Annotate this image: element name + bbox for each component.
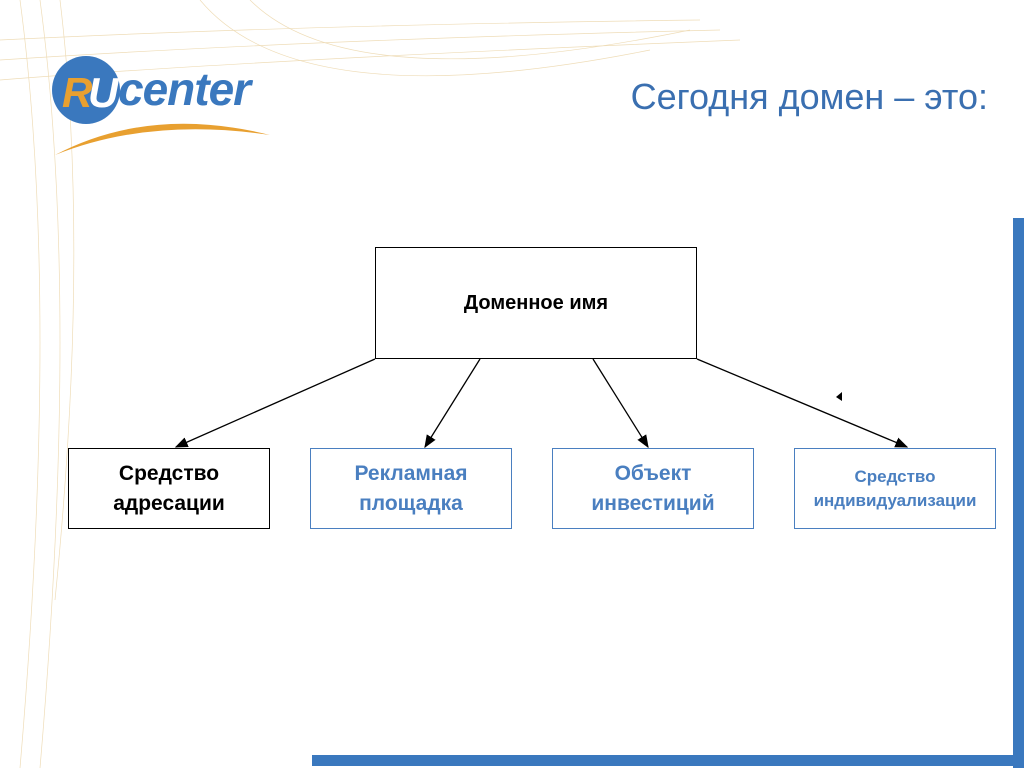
logo-text: center (118, 63, 251, 115)
frame-right-bar (1013, 218, 1024, 768)
svg-text:U: U (88, 69, 120, 116)
logo-mark-icon: R U (52, 56, 270, 155)
arrow-3 (592, 358, 649, 449)
root-label: Доменное имя (463, 292, 609, 314)
node-addressing: Средство адресации (68, 448, 270, 529)
node-advertising: Рекламная площадка (310, 448, 512, 529)
frame-bottom-bar (312, 755, 1024, 766)
page-title: Сегодня домен – это: (630, 76, 988, 117)
node-label-line2: индивидуализации (813, 490, 977, 510)
node-label-line1: Объект (614, 462, 692, 486)
arrow-1 (174, 358, 376, 448)
node-investment: Объект инвестиций (552, 448, 754, 529)
node-individualization: Средство индивидуализации (794, 448, 996, 529)
node-label-line1: Средство (854, 466, 936, 486)
node-label-line2: площадка (359, 491, 463, 515)
node-label-line1: Рекламная (354, 462, 468, 486)
node-label-line2: адресации (113, 491, 225, 515)
node-label-line2: инвестиций (591, 491, 715, 515)
arrow-2 (424, 358, 481, 449)
node-label-line1: Средство (118, 462, 220, 486)
stray-arrowhead-icon (836, 392, 842, 401)
root-node: Доменное имя (375, 247, 697, 359)
svg-text:R: R (62, 69, 93, 116)
arrow-4 (696, 358, 909, 448)
